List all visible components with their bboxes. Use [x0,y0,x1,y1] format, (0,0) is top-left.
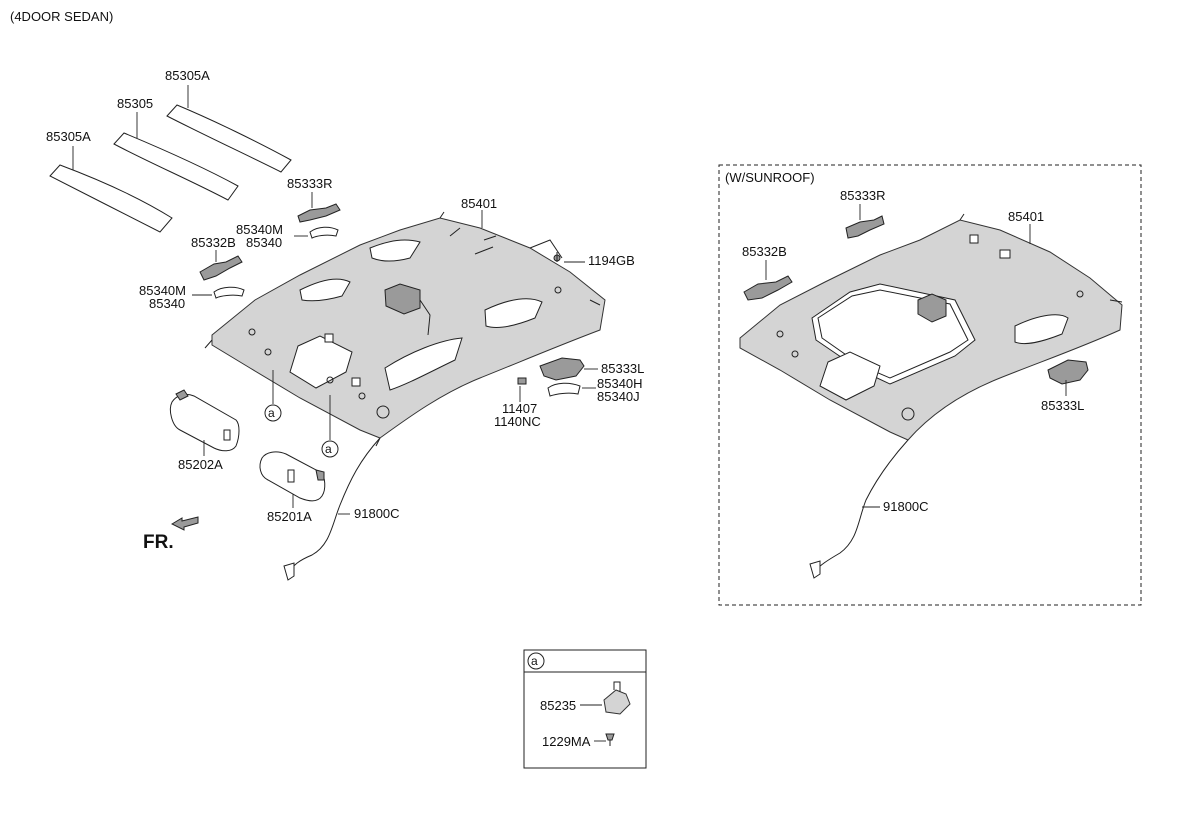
roof-pads [49,85,292,233]
direction-arrow-icon [170,516,199,531]
sunroof-small-parts [743,215,1089,385]
sunroof-label-85333R: 85333R [840,188,886,203]
detail-marker-a-1: a [264,404,282,422]
label-85332B: 85332B [191,235,236,250]
detail-marker-a-2: a [321,440,339,458]
sunroof-headliner-assembly [739,213,1123,579]
label-85333L: 85333L [601,361,644,376]
label-1140NC: 1140NC [494,414,541,429]
detail-label-85235: 85235 [540,698,576,713]
sedan-small-parts [199,203,585,397]
label-85401: 85401 [461,196,497,211]
svg-text:a: a [268,406,275,420]
direction-label: FR. [143,532,174,553]
label-85340-lower: 85340 [149,296,185,311]
detail-box-marker: a [531,654,538,668]
front-direction: FR. [143,516,199,553]
label-85340M-upper: 85340M [236,222,283,237]
label-85202A: 85202A [178,457,223,472]
sunroof-leaders [765,204,1067,508]
sunroof-label-85401: 85401 [1008,209,1044,224]
label-1194GB: 1194GB [588,253,635,268]
sunroof-box-title: (W/SUNROOF) [725,170,815,185]
label-85305: 85305 [117,96,153,111]
headliner-assembly [204,211,606,581]
variant-label: (4DOOR SEDAN) [10,9,113,24]
label-91800C: 91800C [354,506,400,521]
label-85340M-lower: 85340M [139,283,186,298]
sunroof-label-85332B: 85332B [742,244,787,259]
label-85340-upper: 85340 [246,235,282,250]
detail-box-a: a [523,649,647,769]
svg-text:a: a [325,442,332,456]
sun-visors [169,389,326,502]
sunroof-label-91800C: 91800C [883,499,929,514]
sunroof-label-85333L: 85333L [1041,398,1084,413]
label-11407: 11407 [502,401,537,416]
sedan-leaders [192,192,598,515]
label-85305A-top: 85305A [165,68,210,83]
label-85340J: 85340J [597,389,640,404]
sunroof-variant-box [718,164,1142,606]
label-85305A-left: 85305A [46,129,91,144]
label-85333R: 85333R [287,176,333,191]
detail-label-1229MA: 1229MA [542,734,591,749]
label-85201A: 85201A [267,509,312,524]
label-85340H: 85340H [597,376,643,391]
